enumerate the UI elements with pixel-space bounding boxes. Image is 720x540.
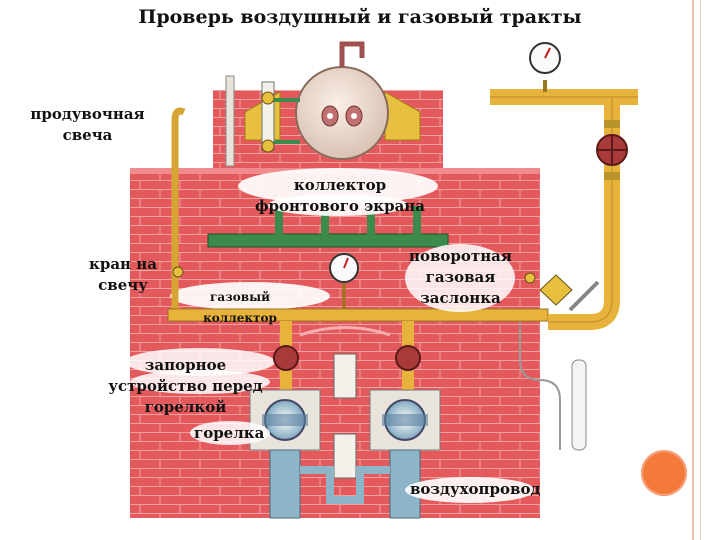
label-front-screen-collector: коллектор фронтового экрана bbox=[254, 176, 426, 215]
accent-circle bbox=[641, 450, 687, 496]
air-duct bbox=[269, 449, 301, 519]
drum-icon bbox=[295, 66, 389, 160]
slide-title: Проверь воздушный и газовый тракты bbox=[138, 6, 582, 28]
label-purge-candle: продувочная свеча bbox=[30, 105, 145, 144]
frame-line-inner bbox=[700, 0, 701, 540]
frame-line-outer bbox=[692, 0, 694, 540]
label-air-duct: воздухопровод bbox=[410, 480, 541, 498]
water-gauge-post bbox=[225, 75, 235, 167]
label-tap-on-candle: кран на свечу bbox=[89, 255, 157, 294]
label-rotary-gas-damper: поворотная газовая заслонка bbox=[409, 247, 512, 307]
purge-candle-pipe bbox=[171, 107, 186, 312]
label-burner: горелка bbox=[194, 424, 265, 442]
label-gas-collector: газовый коллектор bbox=[203, 290, 277, 325]
label-shutoff-device: запорное устройство перед горелкой bbox=[108, 356, 263, 416]
